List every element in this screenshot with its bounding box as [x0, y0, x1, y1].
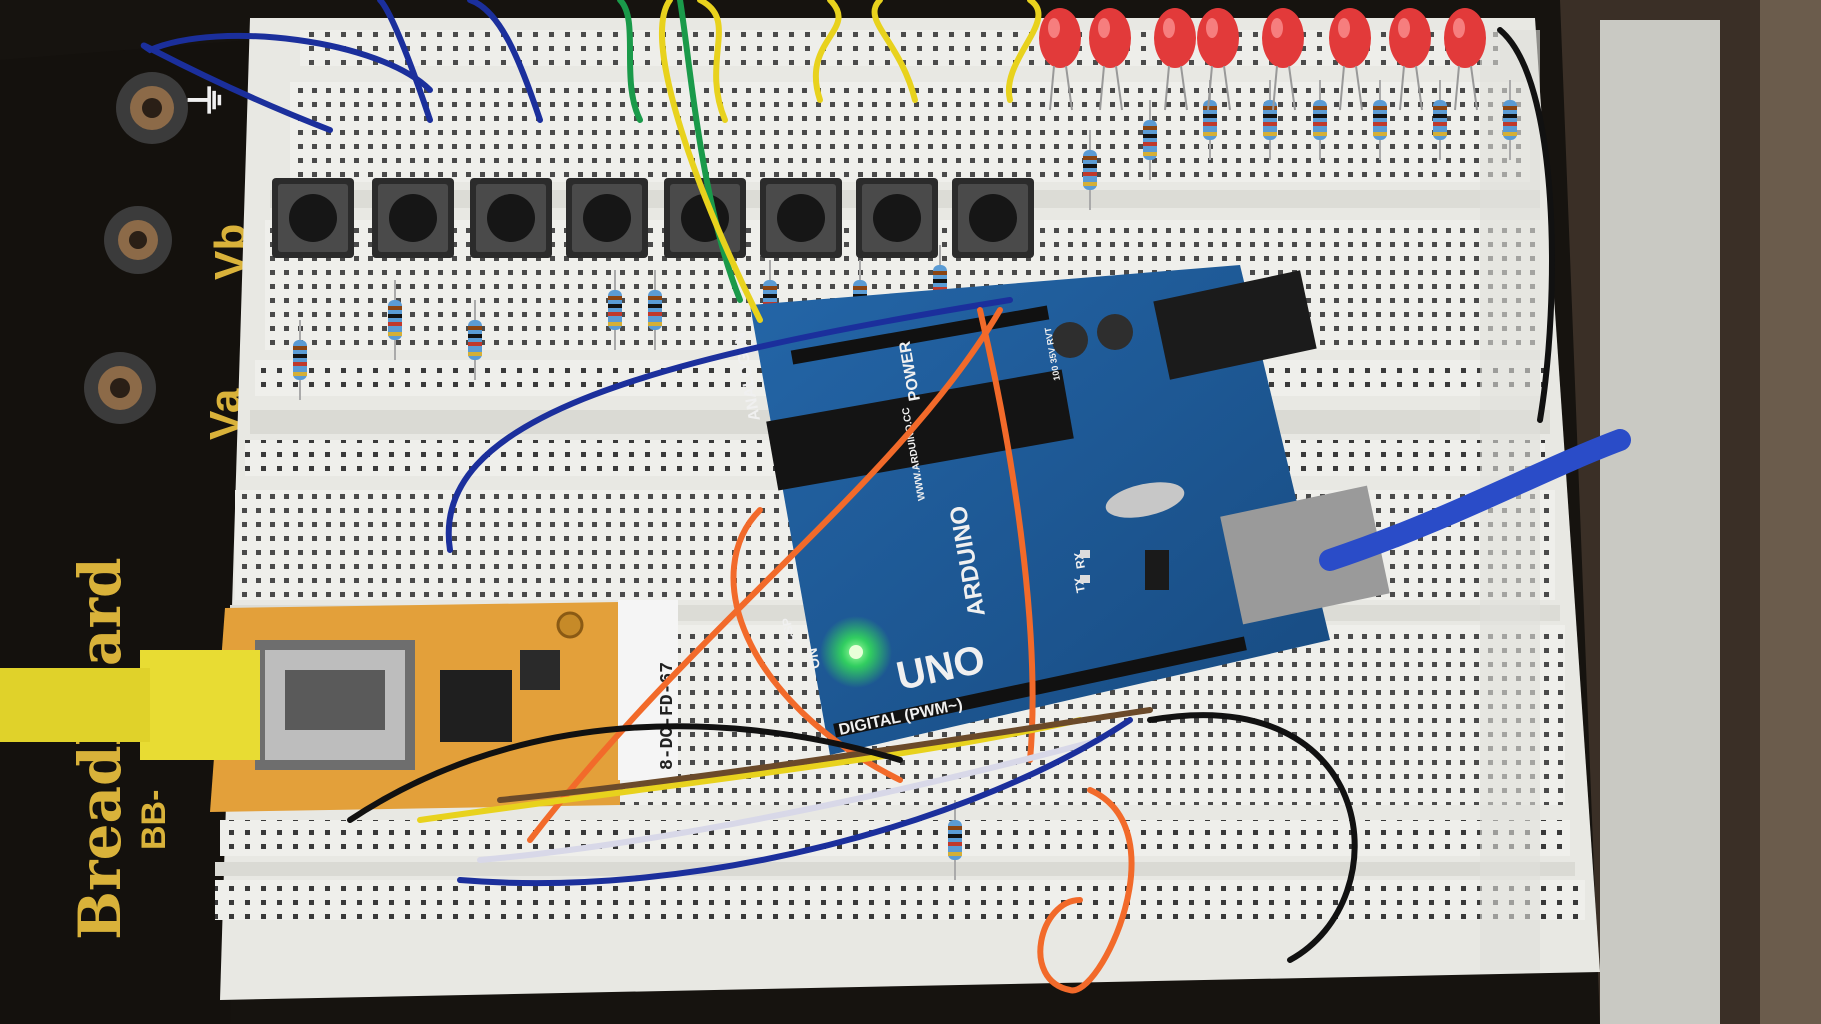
resistor: [648, 270, 662, 350]
red-led: [1197, 8, 1239, 111]
push-button: [566, 178, 648, 258]
icsp-label: ICSP: [779, 617, 798, 647]
push-button-row: [272, 178, 1034, 258]
resistor: [1313, 80, 1327, 160]
red-led: [1039, 8, 1081, 111]
board-brand-text: Breadboard: [66, 557, 134, 940]
red-led: [1444, 8, 1486, 111]
resistor: [1373, 80, 1387, 160]
resistor: [1143, 100, 1157, 180]
ethernet-cable: [0, 668, 150, 742]
jumper-wires: [140, 0, 1631, 994]
mac-sticker: [618, 600, 678, 780]
push-button: [952, 178, 1034, 258]
resistor: [1503, 80, 1517, 160]
terminal-vb: [104, 206, 172, 274]
red-led: [1329, 8, 1371, 111]
red-led: [1089, 8, 1131, 111]
crystal: [1105, 482, 1185, 518]
red-led: [1262, 8, 1304, 111]
power-led: [849, 645, 863, 659]
push-button: [470, 178, 552, 258]
metal-bracket: [1600, 20, 1720, 1024]
dc-jack: [1153, 270, 1317, 380]
digital-header: [833, 636, 1247, 738]
push-button: [272, 178, 354, 258]
terminal-va: [84, 352, 156, 424]
ethernet-cable-plug: [140, 650, 260, 760]
controller-chip: [440, 670, 512, 742]
resistor: [1433, 80, 1447, 160]
red-led: [1389, 8, 1431, 111]
push-button: [856, 178, 938, 258]
resistor: [608, 270, 622, 350]
led-row: [1039, 8, 1486, 111]
resistor: [948, 800, 962, 880]
board-model-text: BB-: [135, 790, 173, 850]
on-label: ON: [804, 647, 823, 670]
resistor: [388, 280, 402, 360]
resistor-group: [293, 80, 1517, 880]
resistor: [468, 300, 482, 380]
red-led: [1154, 8, 1196, 111]
usb-b-port: [1220, 485, 1390, 625]
terminal-ground: [116, 72, 188, 144]
push-button: [372, 178, 454, 258]
push-button: [760, 178, 842, 258]
resistor: [1083, 130, 1097, 210]
resistor: [293, 320, 307, 400]
